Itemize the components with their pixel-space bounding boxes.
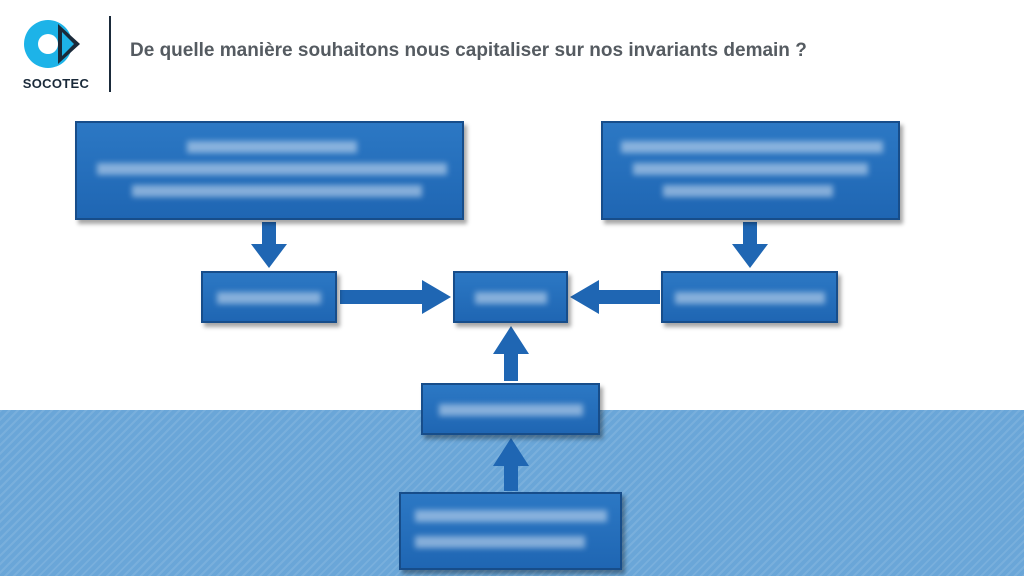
- diagram-box-top-left: [75, 121, 464, 220]
- arrow-middle-left-to-center: [340, 280, 451, 314]
- diagram-box-lower-center: [421, 383, 600, 435]
- socotec-logo-mark: [24, 20, 80, 68]
- diagram-box-bottom-center: [399, 492, 622, 570]
- arrow-middle-right-to-center: [570, 280, 660, 314]
- header-divider: [109, 16, 111, 92]
- diagram-box-center: [453, 271, 568, 323]
- diagram-box-top-right: [601, 121, 900, 220]
- arrow-top-right-to-middle-right: [732, 222, 768, 268]
- diagram-box-middle-right: [661, 271, 838, 323]
- page-title: De quelle manière souhaitons nous capita…: [130, 40, 807, 61]
- diagram-box-middle-left: [201, 271, 337, 323]
- arrow-top-left-to-middle-left: [251, 222, 287, 268]
- arrow-lower-center-to-center: [493, 326, 529, 381]
- socotec-logo: SOCOTEC: [14, 14, 98, 94]
- logo-text: SOCOTEC: [22, 76, 90, 91]
